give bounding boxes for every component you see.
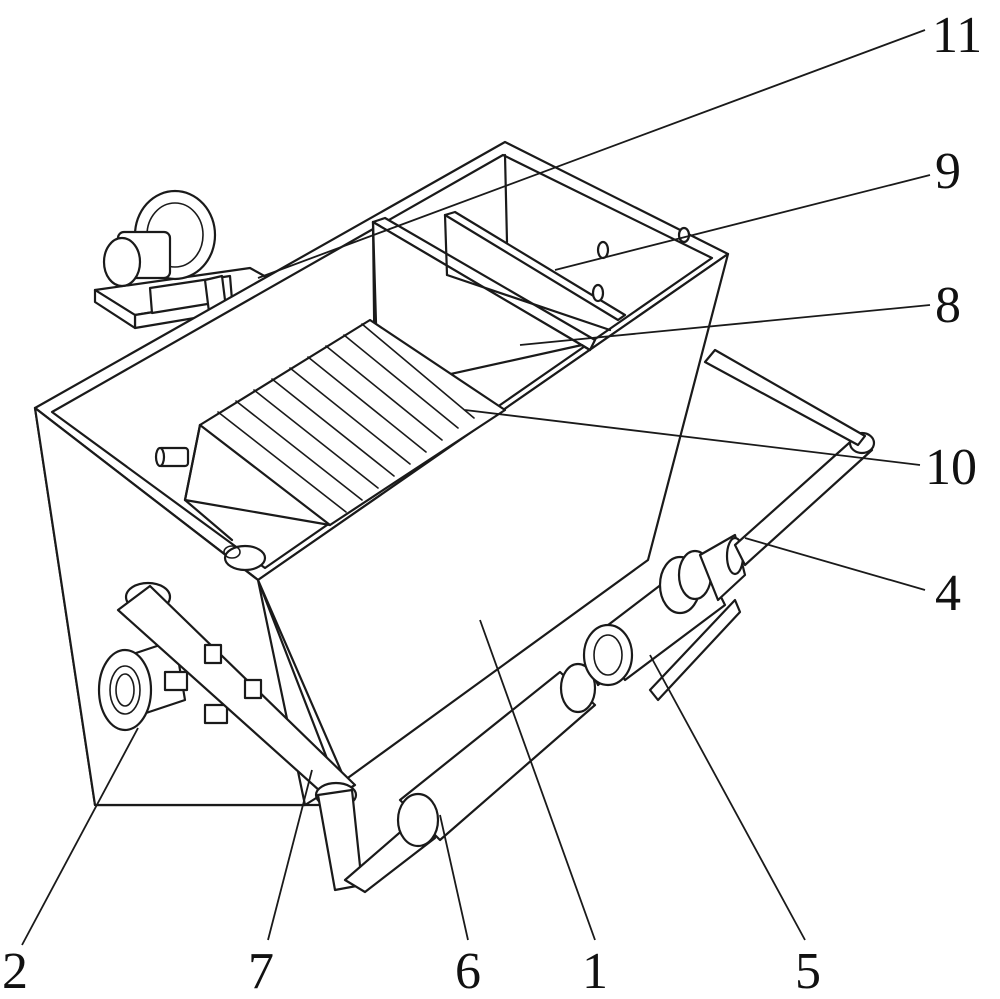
internal-fittings xyxy=(154,446,267,572)
leader-4 xyxy=(744,537,926,591)
callout-9: 9 xyxy=(935,143,961,200)
callout-8: 8 xyxy=(935,277,961,334)
leader-10 xyxy=(464,409,921,466)
leader-6 xyxy=(439,814,469,941)
leader-2 xyxy=(21,727,139,946)
partition-walls xyxy=(371,153,691,402)
callout-4: 4 xyxy=(935,565,961,622)
inlet-pipe xyxy=(703,348,876,567)
leader-1 xyxy=(479,619,596,941)
callout-1: 1 xyxy=(582,943,608,999)
callout-10: 10 xyxy=(925,439,977,496)
callout-7: 7 xyxy=(248,943,274,999)
leader-lines xyxy=(21,29,931,946)
inclined-plate-pack xyxy=(183,318,507,542)
callout-11: 11 xyxy=(932,7,982,64)
leader-8 xyxy=(519,304,931,346)
callout-5: 5 xyxy=(795,943,821,999)
callout-labels: 11 9 8 10 4 2 7 6 1 5 xyxy=(2,7,982,999)
callout-6: 6 xyxy=(455,943,481,999)
callout-2: 2 xyxy=(2,943,28,999)
leader-5 xyxy=(649,654,806,941)
leader-7 xyxy=(267,769,313,941)
pump-unit xyxy=(582,533,747,702)
leader-11 xyxy=(257,29,926,279)
leader-9 xyxy=(554,174,931,271)
